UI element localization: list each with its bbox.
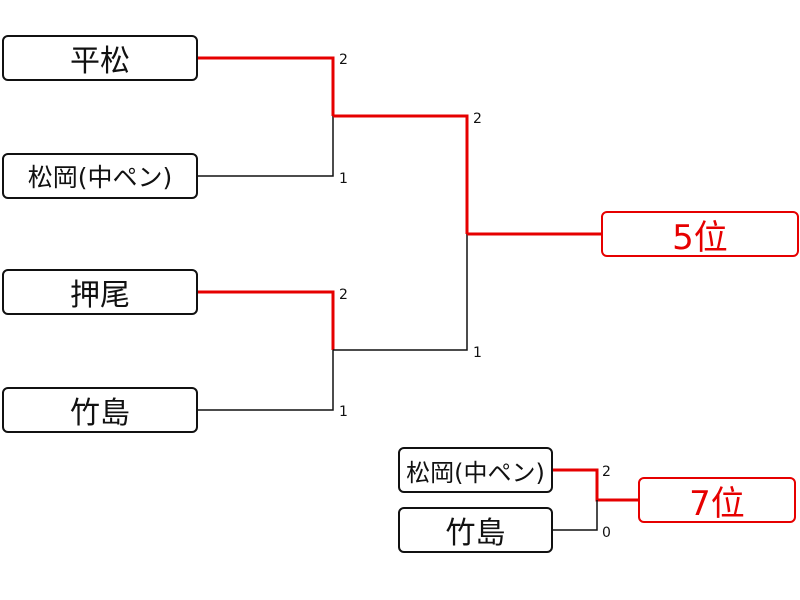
score-bottom-r2: 1 xyxy=(473,345,482,361)
score-matsuoka-r1: 1 xyxy=(339,171,348,187)
score-takeshima-7th: 0 xyxy=(602,525,611,541)
score-oshio-r1: 2 xyxy=(339,287,348,303)
team-box-matsuoka: 松岡(中ペン) xyxy=(2,153,198,199)
line-takeshima-loss xyxy=(198,350,334,411)
team-box-oshio: 押尾 xyxy=(2,269,198,315)
line-takeshima-7th-loss xyxy=(553,500,598,531)
line-matsuoka-7th-win xyxy=(553,468,638,502)
result-box-seventh: 7位 xyxy=(638,477,796,524)
team-box-takeshima: 竹島 xyxy=(2,387,198,433)
line-top-r2-win xyxy=(333,114,469,234)
line-bottom-r2-loss xyxy=(333,234,468,351)
score-takeshima-r1: 1 xyxy=(339,404,348,420)
score-top-r2: 2 xyxy=(473,111,482,127)
score-matsuoka-7th: 2 xyxy=(602,464,611,480)
line-matsuoka-loss xyxy=(198,116,334,177)
line-oshio-win xyxy=(198,290,335,350)
score-hiramatsu-r1: 2 xyxy=(339,52,348,68)
team-box-hiramatsu: 平松 xyxy=(2,35,198,81)
result-box-fifth: 5位 xyxy=(601,211,799,258)
team-box-matsuoka-7th: 松岡(中ペン) xyxy=(398,447,553,493)
team-box-takeshima-7th: 竹島 xyxy=(398,507,553,553)
line-hiramatsu-win xyxy=(198,56,335,116)
